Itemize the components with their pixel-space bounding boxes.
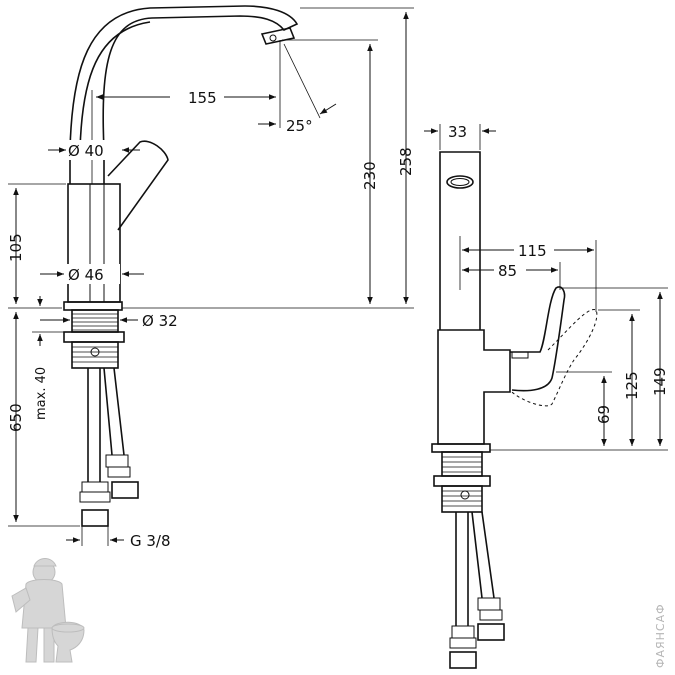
front-hose-right <box>103 367 125 456</box>
front-lever <box>107 140 169 231</box>
front-fixing <box>71 341 119 369</box>
dim-69: 69 <box>595 405 613 424</box>
front-spout-inner <box>79 21 151 151</box>
dim-258: 258 <box>397 147 415 176</box>
watermark-text: ФАЯНСАФ <box>654 603 667 668</box>
dim-connection: G 3/8 <box>130 532 171 550</box>
front-hose-end-right <box>111 481 139 499</box>
side-handle <box>510 286 566 392</box>
side-spout <box>439 151 481 330</box>
side-view: 33 115 85 149 125 69 <box>424 123 669 669</box>
dim-max-40: max. 40 <box>34 367 49 420</box>
front-aerator <box>260 27 296 45</box>
side-hose-end-right <box>477 623 505 641</box>
side-handle-swing <box>511 309 598 407</box>
dim-125: 125 <box>623 371 641 400</box>
side-fixing <box>441 485 483 513</box>
dim-105: 105 <box>7 233 25 262</box>
side-aerator <box>446 175 474 189</box>
front-flange <box>63 301 123 311</box>
front-hose-left <box>87 368 101 482</box>
front-spout-outer <box>69 5 299 184</box>
front-hose-end-left <box>81 509 109 527</box>
dim-dia-46: Ø 46 <box>68 266 104 284</box>
front-body <box>67 183 121 303</box>
side-hose-end-left <box>449 651 477 669</box>
dim-149: 149 <box>651 367 669 396</box>
front-view: 155 25° 230 258 Ø 40 Ø 46 Ø 32 105 <box>7 5 415 550</box>
side-body <box>437 329 511 445</box>
front-nut <box>63 331 125 343</box>
dim-650: 650 <box>7 403 25 432</box>
dim-33: 33 <box>448 123 467 141</box>
dim-230: 230 <box>361 161 379 190</box>
dim-155: 155 <box>188 89 217 107</box>
dim-115: 115 <box>518 242 547 260</box>
dim-dia-32: Ø 32 <box>142 312 178 330</box>
dim-85: 85 <box>498 262 517 280</box>
side-thread <box>441 451 483 477</box>
dim-angle: 25° <box>286 117 313 135</box>
dim-dia-40: Ø 40 <box>68 142 104 160</box>
plumber-logo <box>11 558 85 663</box>
front-thread <box>71 309 119 333</box>
